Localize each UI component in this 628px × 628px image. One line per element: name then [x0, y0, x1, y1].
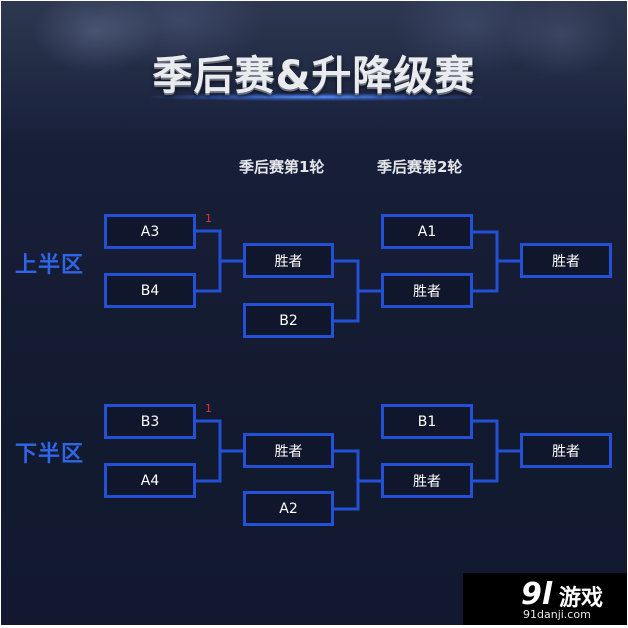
upper-r1-mark: 1 [205, 212, 212, 225]
upper-final-winner: 胜者 [520, 243, 612, 278]
upper-r1-bye: B2 [243, 303, 334, 338]
watermark-logo-mark: 9l [521, 577, 553, 612]
lower-r1-mark: 1 [205, 402, 212, 415]
upper-r2-winner: 胜者 [381, 273, 473, 308]
watermark-background [463, 573, 627, 625]
upper-r1-winner: 胜者 [243, 243, 334, 278]
upper-r1-slot-2: B4 [104, 273, 196, 308]
lower-r1-slot-2: A4 [104, 463, 196, 498]
title-glow [151, 93, 481, 101]
watermark-site-name: 游戏 [559, 586, 604, 611]
lower-half-label: 下半区 [15, 442, 85, 467]
upper-half-label: 上半区 [15, 253, 85, 278]
connector-upper-r1 [196, 229, 222, 293]
connector-lower-r2 [473, 419, 499, 483]
upper-r2-seed: A1 [381, 214, 473, 249]
header-artwork [1, 1, 627, 141]
lower-r2-seed: B1 [381, 404, 473, 439]
connector-upper-r2 [473, 230, 499, 293]
lower-final-winner: 胜者 [520, 433, 612, 468]
connector-lower-r1b [334, 449, 360, 511]
lower-r2-winner: 胜者 [381, 463, 473, 498]
lower-r1-slot-1: B3 [104, 404, 196, 439]
watermark-url: 91danji.com [523, 608, 591, 621]
round-1-label: 季后赛第1轮 [239, 158, 325, 176]
lower-r1-bye: A2 [243, 491, 334, 526]
connector-lower-r1 [196, 419, 222, 483]
page-title: 季后赛&升降级赛 [152, 53, 476, 99]
connector-upper-r1b [334, 259, 360, 323]
round-2-label: 季后赛第2轮 [377, 158, 463, 176]
lower-r1-winner: 胜者 [243, 433, 334, 468]
upper-r1-slot-1: A3 [104, 214, 196, 249]
